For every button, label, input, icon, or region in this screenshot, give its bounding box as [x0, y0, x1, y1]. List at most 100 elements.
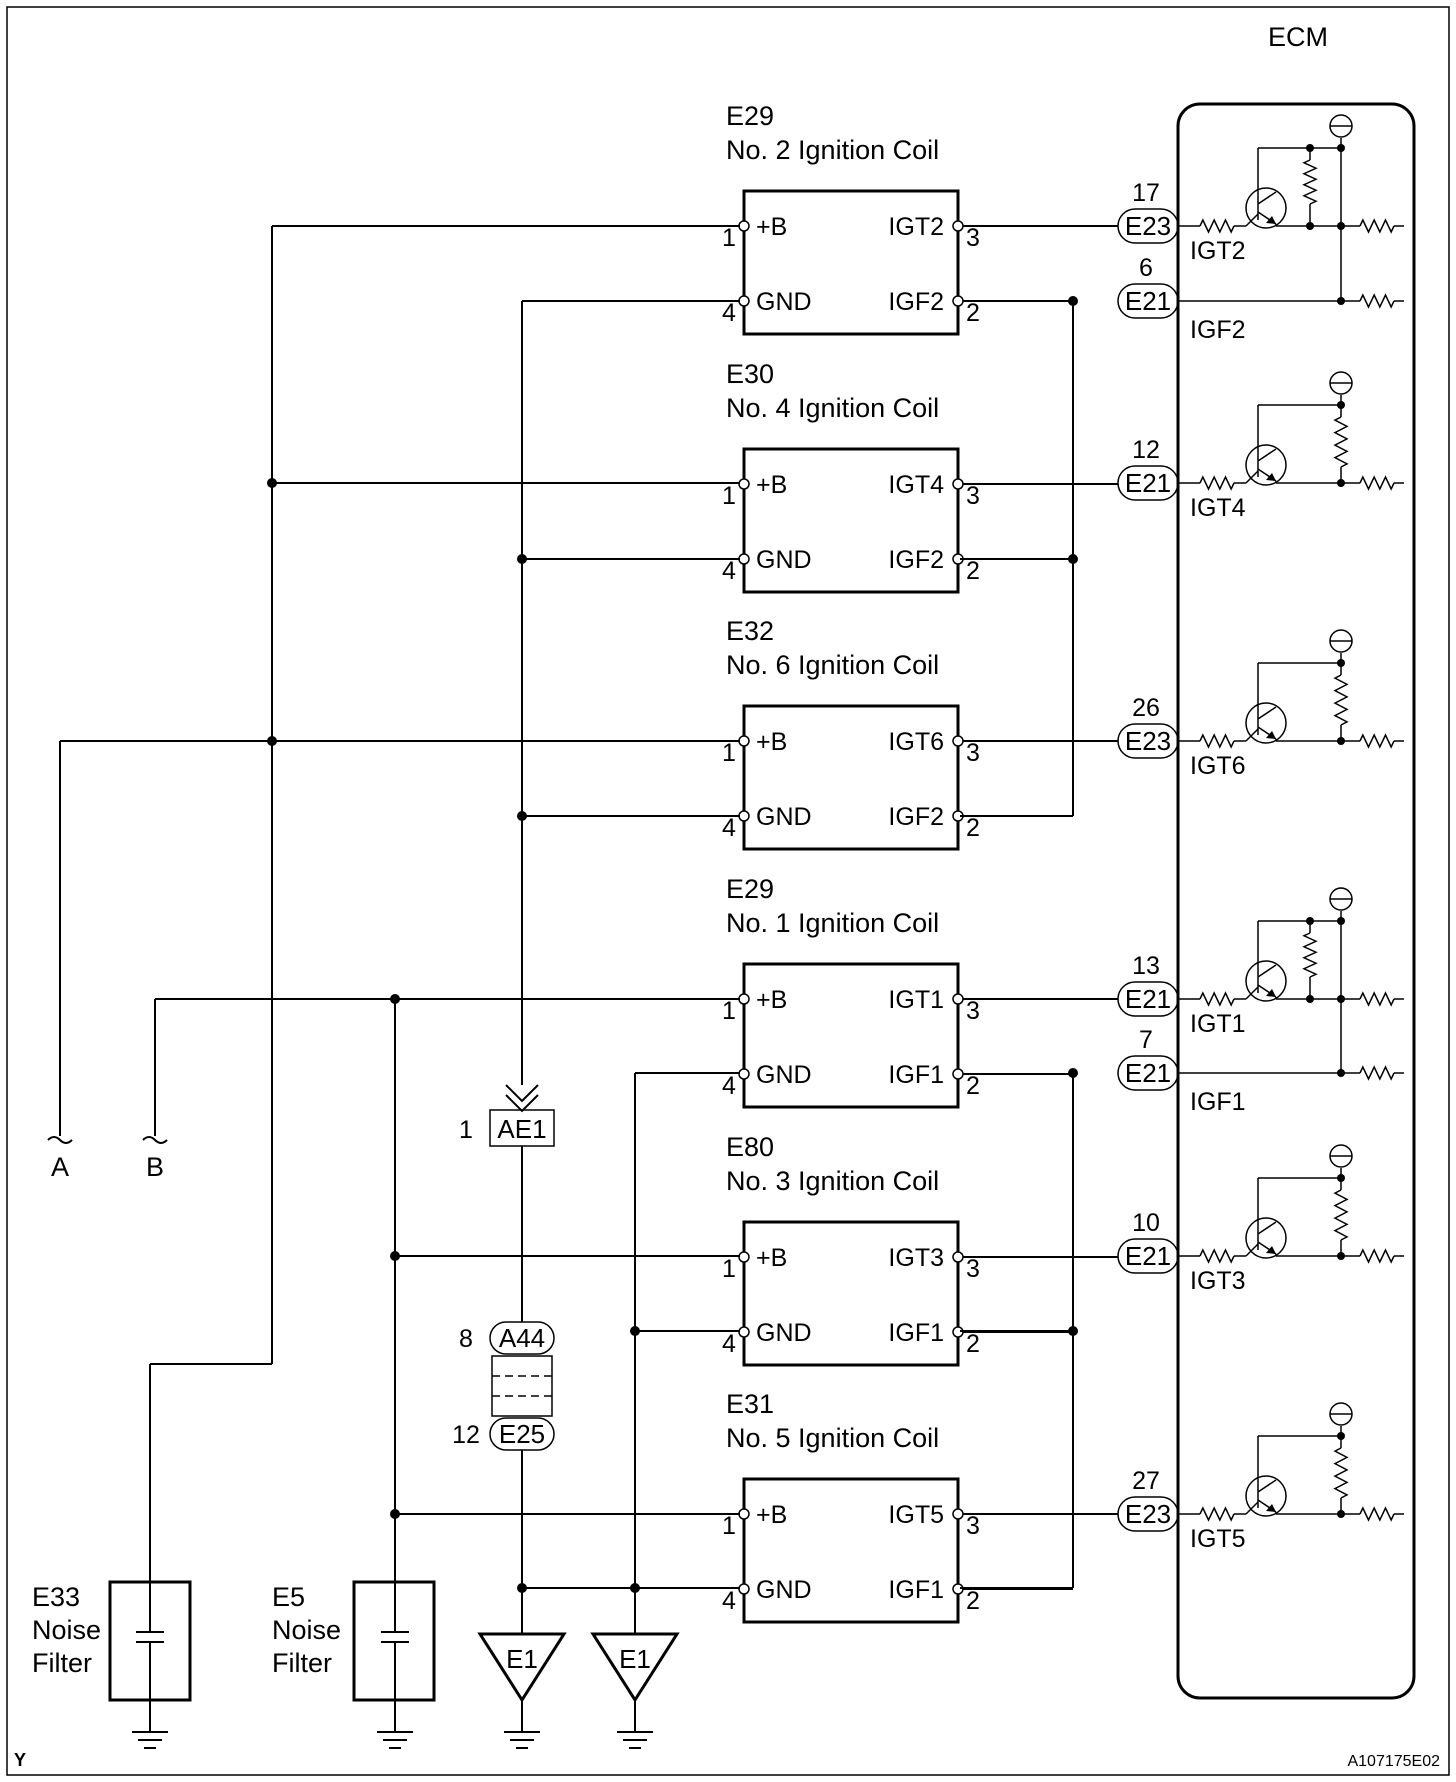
coil-name: No. 4 Ignition Coil	[726, 393, 939, 423]
ecm-connector-label: E23	[1125, 726, 1171, 756]
ecm-driver-circuit-5	[1178, 1144, 1404, 1264]
coil-pin-gnd: GND	[756, 803, 812, 831]
coil-pin-num-4: 4	[722, 1587, 736, 1615]
ecm-driver-circuit-3	[1178, 629, 1404, 749]
filter-e33-line2: Filter	[32, 1648, 92, 1678]
coil-id: E31	[726, 1389, 774, 1419]
ecm-connector-pin: 12	[1132, 436, 1160, 464]
filter-e33-id: E33	[32, 1582, 80, 1612]
corner-label-left: Y	[14, 1750, 26, 1770]
a44-label: A44	[499, 1323, 545, 1353]
coil-sig-igt: IGT6	[888, 728, 944, 756]
ecm-connector-label: E23	[1125, 1499, 1171, 1529]
ecm-connector-pin: 26	[1132, 694, 1160, 722]
igf1-bus	[960, 1068, 1078, 1589]
e25-pin: 12	[452, 1421, 480, 1449]
coil-pin-num-4: 4	[722, 1072, 736, 1100]
ecm-connector-pin: 10	[1132, 1209, 1160, 1237]
coil-sig-igf: IGF2	[888, 803, 944, 831]
coil-pin-b: +B	[756, 1244, 787, 1272]
ecm-connector-label: E21	[1125, 286, 1171, 316]
ground-e1-left: E1	[477, 1632, 567, 1749]
connector-ae1: AE1 1	[459, 1109, 555, 1322]
coil-pin-num-1: 1	[722, 482, 736, 510]
coil-pin-num-3: 3	[966, 1512, 980, 1540]
coil-pin-num-1: 1	[722, 224, 736, 252]
power-wiring-a	[59, 225, 740, 1582]
ecm-driver-circuit-2	[1178, 371, 1404, 491]
terminal-a: A	[47, 1136, 73, 1182]
coil-sig-igf: IGF2	[888, 288, 944, 316]
coil-pin-gnd: GND	[756, 1576, 812, 1604]
noise-filter-e33: E33 Noise Filter	[32, 1580, 192, 1749]
coil-sig-igt: IGT3	[888, 1244, 944, 1272]
coil-pin-num-2: 2	[966, 1330, 980, 1358]
coil-pin-num-4: 4	[722, 557, 736, 585]
coil-pin-num-3: 3	[966, 482, 980, 510]
igf2-bus	[960, 296, 1078, 817]
diagram-frame	[6, 6, 1450, 1776]
coil-pin-b: +B	[756, 728, 787, 756]
ecm-signal-label: IGT6	[1190, 752, 1246, 780]
ecm-driver-circuit-6	[1178, 1402, 1404, 1522]
ecm-signal-label: IGT3	[1190, 1267, 1246, 1295]
coil-pin-b: +B	[756, 471, 787, 499]
coil-pin-b: +B	[756, 1501, 787, 1529]
ground-bus-upper	[505, 300, 740, 1113]
connector-a44-e25: A44 8 E25 12	[452, 1321, 555, 1634]
coil-pin-num-2: 2	[966, 557, 980, 585]
coil-pin-gnd: GND	[756, 1319, 812, 1347]
terminal-b: B	[142, 1136, 168, 1182]
coil-id: E80	[726, 1132, 774, 1162]
ecm-module	[1176, 102, 1416, 1700]
filter-e5-line2: Filter	[272, 1648, 332, 1678]
coil-id: E29	[726, 101, 774, 131]
coil-sig-igf: IGF2	[888, 546, 944, 574]
coil-pin-num-3: 3	[966, 1255, 980, 1283]
coil-pin-num-2: 2	[966, 814, 980, 842]
coil-pin-num-1: 1	[722, 739, 736, 767]
ae1-label: AE1	[497, 1114, 546, 1144]
coil-name: No. 5 Ignition Coil	[726, 1423, 939, 1453]
coil-sig-igf: IGF1	[888, 1061, 944, 1089]
ecm-connectors: E2317IGT2E216IGF2E2112IGT4E2326IGT6E2113…	[1117, 179, 1246, 1553]
coil-id: E32	[726, 616, 774, 646]
coil-pin-num-1: 1	[722, 1512, 736, 1540]
ecm-signal-label: IGT4	[1190, 494, 1246, 522]
coil-name: No. 2 Ignition Coil	[726, 135, 939, 165]
coil-sig-igt: IGT5	[888, 1501, 944, 1529]
coil-name: No. 1 Ignition Coil	[726, 908, 939, 938]
a44-pin: 8	[459, 1325, 473, 1353]
coil-pin-num-2: 2	[966, 1587, 980, 1615]
ground-e1-right: E1	[590, 1632, 680, 1749]
ecm-driver-circuit-4	[1178, 887, 1404, 1081]
coil-pin-num-3: 3	[966, 739, 980, 767]
ground-e1-left-label: E1	[506, 1644, 538, 1674]
ecm-connector-label: E21	[1125, 468, 1171, 498]
filter-e33-line1: Noise	[32, 1615, 101, 1645]
coil-pin-num-2: 2	[966, 1072, 980, 1100]
ecm-connector-pin: 6	[1139, 254, 1153, 282]
ecm-driver-circuit-1	[1178, 114, 1404, 309]
coil-pin-num-4: 4	[722, 1330, 736, 1358]
terminal-b-label: B	[146, 1152, 164, 1182]
ecm-internal-circuits	[1178, 114, 1404, 1522]
ecm-connector-label: E21	[1125, 1058, 1171, 1088]
ecm-connector-pin: 27	[1132, 1467, 1160, 1495]
ae1-pin: 1	[459, 1116, 473, 1144]
coil-pin-num-3: 3	[966, 224, 980, 252]
ecm-connector-label: E21	[1125, 984, 1171, 1014]
filter-e5-id: E5	[272, 1582, 305, 1612]
coil-pin-b: +B	[756, 986, 787, 1014]
coil-pin-num-3: 3	[966, 997, 980, 1025]
